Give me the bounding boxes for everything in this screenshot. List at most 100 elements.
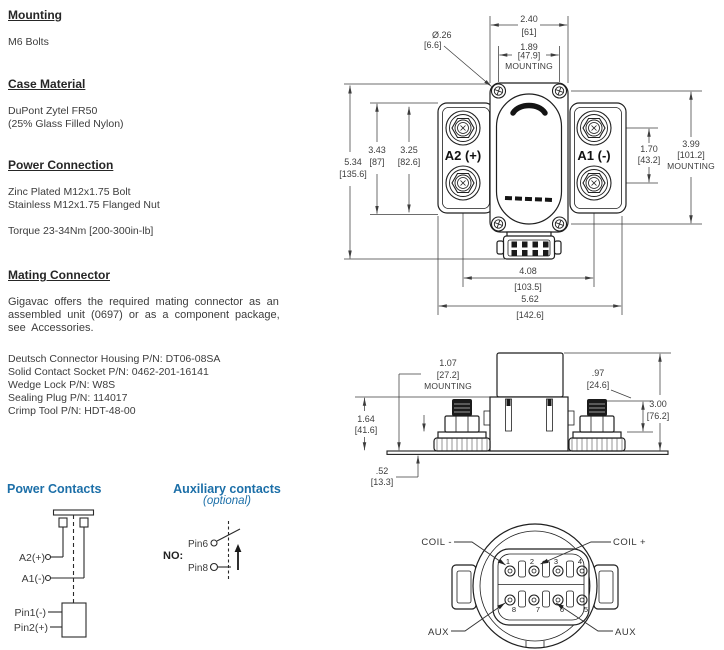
connector-leaders — [451, 541, 613, 632]
dim-mount-h-mm: [101.2] — [677, 150, 705, 160]
dim-term-h-mm: [41.6] — [355, 425, 378, 435]
aux-contacts-heading: Auxiliary contacts — [173, 482, 281, 496]
front-dimension-lines — [348, 23, 693, 308]
dim-height-in: 5.34 — [344, 157, 362, 167]
base-plate-side — [386, 450, 669, 455]
dim-stud-span-mm: [103.5] — [514, 282, 542, 292]
pin-numbers: 1 2 3 4 8 7 6 5 — [506, 557, 588, 614]
section-heading-case-material: Case Material — [8, 77, 86, 91]
connector-pins-front — [511, 241, 549, 256]
power-connection-line-2: Stainless M12x1.75 Flanged Nut — [8, 199, 160, 211]
section-heading-power-connection: Power Connection — [8, 158, 114, 172]
front-extension-lines — [344, 16, 702, 315]
dim-h1-mm: [87] — [369, 157, 384, 167]
pin-number-7: 7 — [536, 605, 540, 614]
mating-connector-para-2: assembled unit (0697) or as a component … — [8, 309, 280, 321]
mounting-line: M6 Bolts — [8, 36, 49, 48]
side-dimension-texts: 1.07 [27.2] MOUNTING .97 [24.6] 3.00 [76… — [355, 358, 670, 487]
power-connection-line-1: Zinc Plated M12x1.75 Bolt — [8, 186, 131, 198]
dim-hole-mm: [6.6] — [424, 40, 442, 50]
stud-a1-top — [576, 110, 612, 146]
side-extension-lines — [355, 352, 671, 433]
dim-stud-h-in: .97 — [592, 368, 605, 378]
wedge-slots — [518, 560, 574, 608]
dim-stud-span-in: 4.08 — [519, 266, 537, 276]
dim-height-mm: [135.6] — [339, 169, 367, 179]
pin-number-1: 1 — [506, 557, 510, 566]
part-number-housing: Deutsch Connector Housing P/N: DT06-08SA — [8, 353, 221, 365]
pin-number-2: 2 — [530, 557, 534, 566]
dim-width-total-mm: [142.6] — [516, 310, 544, 320]
case-material-line-1: DuPont Zytel FR50 — [8, 105, 98, 117]
pin-row-top — [504, 565, 588, 577]
dim-stud-gap-in: 1.70 — [640, 144, 658, 154]
gigavac-logo-mark — [510, 102, 548, 116]
terminal-stud-side-left — [433, 399, 491, 452]
terminal-label-a1: A1 (-) — [577, 148, 610, 163]
dim-base-in: .52 — [376, 466, 389, 476]
dim-h1-in: 3.43 — [368, 145, 386, 155]
mounting-screws — [490, 83, 568, 232]
dim-mount-h-in: 3.99 — [682, 139, 700, 149]
dim-width-mm: [61] — [521, 27, 536, 37]
dim-mount-w-note: MOUNTING — [505, 61, 553, 71]
part-number-socket: Solid Contact Socket P/N: 0462-201-16141 — [8, 366, 209, 378]
case-material-line-2: (25% Glass Filled Nylon) — [8, 118, 124, 130]
part-number-crimp-tool: Crimp Tool P/N: HDT-48-00 — [8, 405, 136, 417]
side-view-drawing: 1.07 [27.2] MOUNTING .97 [24.6] 3.00 [76… — [355, 352, 671, 487]
stud-a1-bottom — [576, 165, 612, 201]
dim-stud-h-mm: [24.6] — [587, 380, 610, 390]
power-contacts-symbol — [44, 509, 95, 638]
dim-h2-mm: [82.6] — [398, 157, 421, 167]
dim-mount-w-in: 1.89 — [520, 42, 538, 52]
dim-term-h-in: 1.64 — [357, 414, 375, 424]
dim-stud-gap-mm: [43.2] — [638, 155, 661, 165]
dim-width-total-in: 5.62 — [521, 294, 539, 304]
dim-width-in: 2.40 — [520, 14, 538, 24]
pin-number-6: 6 — [560, 605, 564, 614]
terminal-studs-front — [445, 110, 612, 201]
aux-contacts-symbol — [209, 521, 242, 579]
pin-number-5: 5 — [584, 605, 588, 614]
coil-plus-label: COIL + — [613, 537, 646, 548]
stud-a2-bottom — [445, 165, 481, 201]
dim-side-mount-note: MOUNTING — [424, 381, 472, 391]
section-heading-mating-connector: Mating Connector — [8, 268, 110, 282]
aux-label-pin8: Pin8 — [188, 563, 208, 574]
power-label-a2: A2(+) — [19, 552, 45, 564]
dim-side-mount-in: 1.07 — [439, 358, 457, 368]
side-dimension-lines — [362, 353, 662, 478]
dim-mount-w-mm: [47.9] — [518, 51, 541, 61]
pin-number-4: 4 — [578, 557, 582, 566]
pin-number-3: 3 — [554, 557, 558, 566]
dim-mount-h-note: MOUNTING — [667, 161, 715, 171]
coil-minus-label: COIL - — [421, 537, 452, 548]
aux-left-label: AUX — [428, 627, 449, 638]
power-label-pin2: Pin2(+) — [14, 622, 48, 634]
contactor-case-side — [483, 352, 575, 452]
power-contacts-schematic: A2(+) A1(-) Pin1(-) Pin2(+) — [14, 509, 95, 638]
terminal-stud-side-right — [568, 399, 626, 452]
dim-side-height-in: 3.00 — [649, 399, 667, 409]
mating-connector-para-3: see Accessories. — [8, 322, 94, 334]
torque-spec: Torque 23-34Nm [200-300in-lb] — [8, 225, 154, 237]
bottom-connector-view: 1 2 3 4 8 7 6 5 COIL - COIL + AUX AUX — [421, 523, 646, 649]
aux-no-label: NO: — [163, 550, 183, 562]
dim-base-mm: [13.3] — [371, 477, 394, 487]
connector-housing-bottom — [451, 523, 619, 649]
part-number-mark — [504, 196, 554, 202]
part-number-wedge-lock: Wedge Lock P/N: W8S — [8, 379, 116, 391]
dim-h2-in: 3.25 — [400, 145, 418, 155]
pin-number-8: 8 — [512, 605, 516, 614]
front-dimension-texts: 2.40 [61] 1.89 [47.9] MOUNTING Ø.26 [6.6… — [339, 14, 715, 320]
contactor-case-front — [489, 82, 569, 233]
aux-label-pin6: Pin6 — [188, 539, 208, 550]
part-number-sealing-plug: Sealing Plug P/N: 114017 — [8, 392, 128, 404]
connector-pins-bottom — [504, 565, 588, 606]
front-view-drawing: 2.40 [61] 1.89 [47.9] MOUNTING Ø.26 [6.6… — [339, 14, 715, 320]
aux-contacts-subheading: (optional) — [203, 495, 251, 507]
power-label-a1: A1(-) — [22, 573, 45, 585]
dim-hole-in: Ø.26 — [432, 30, 452, 40]
power-contacts-heading: Power Contacts — [7, 482, 102, 496]
